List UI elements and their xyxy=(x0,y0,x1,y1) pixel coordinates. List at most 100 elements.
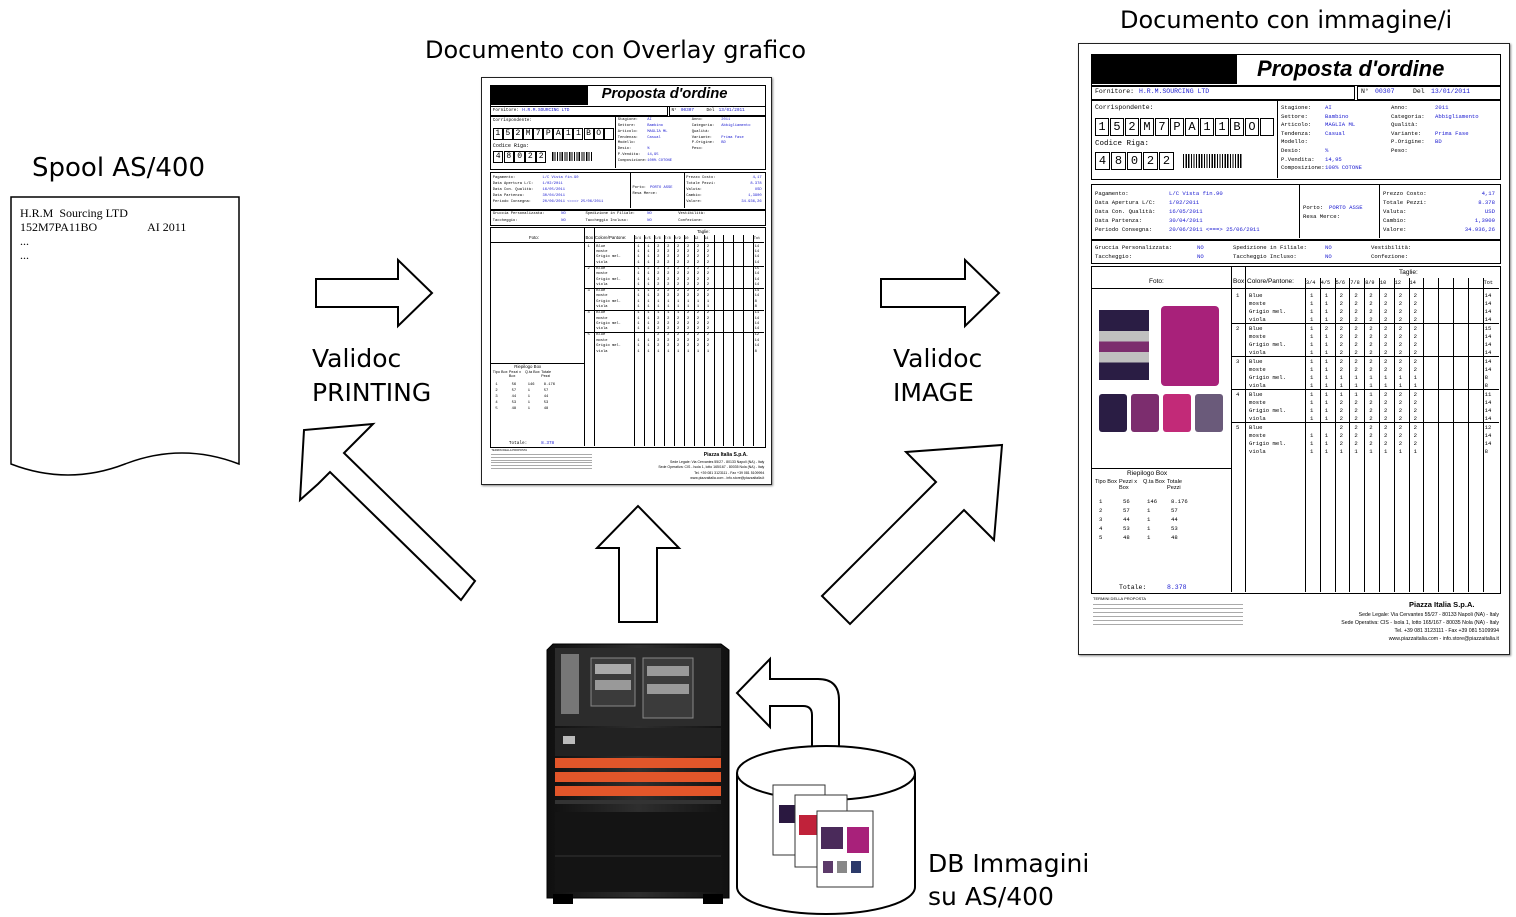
row-qty: 2 xyxy=(677,283,680,287)
row-qty: 2 xyxy=(1413,316,1417,323)
row-qty: 2 xyxy=(696,266,700,271)
row-qty: 2 xyxy=(1354,308,1358,315)
codice-char: 2 xyxy=(1125,118,1139,136)
size-col xyxy=(683,235,685,447)
field-key: Stagione: xyxy=(617,118,639,123)
riepilogo-cell: 1 xyxy=(527,401,530,406)
colori-header: Colore/Pantone: xyxy=(594,235,627,241)
row-qty: 2 xyxy=(1369,316,1373,323)
row-qty: 2 xyxy=(706,255,710,260)
colori-header: Colore/Pantone: xyxy=(1247,278,1294,285)
barcode xyxy=(1183,154,1243,168)
row-qty: 2 xyxy=(696,283,700,287)
group-box-number: 5 xyxy=(1236,424,1240,431)
row-total: 14 xyxy=(1484,366,1492,373)
row-total: 11 xyxy=(754,311,760,316)
field-key: Desio: xyxy=(617,147,632,152)
row-qty: 2 xyxy=(1384,292,1388,299)
row-qty: 2 xyxy=(706,333,710,338)
riga-char: 4 xyxy=(1095,152,1110,170)
field-key: Peso: xyxy=(691,147,703,152)
row-qty: 2 xyxy=(1354,432,1358,439)
row-qty: 2 xyxy=(1339,366,1343,373)
company-address: Sede Legale: Via Cervantes 55/27 - 80133… xyxy=(1358,612,1499,618)
row-qty: 1 xyxy=(647,349,650,354)
db-label: DB Immagini su AS/400 xyxy=(928,847,1089,913)
del-label: Del xyxy=(706,107,715,113)
row-qty: 2 xyxy=(706,289,710,293)
flag-value: NO xyxy=(561,212,566,217)
size-col xyxy=(663,235,665,447)
size-col xyxy=(1393,278,1395,592)
size-col xyxy=(1482,278,1484,592)
fornitore-label: Fornitore: xyxy=(1095,88,1135,95)
row-qty: 1 xyxy=(1369,448,1373,455)
flag-key: Spedizione in Filiale: xyxy=(1233,244,1307,251)
row-qty: 2 xyxy=(657,289,660,293)
pay-value: 30/04/2011 xyxy=(1169,217,1203,224)
row-qty: 2 xyxy=(696,244,700,249)
size-label: 10 xyxy=(684,236,689,241)
validoc-printing-label: Validoc PRINTING xyxy=(312,342,431,410)
box-header: Box xyxy=(1233,278,1245,285)
row-qty: 2 xyxy=(696,327,700,332)
row-total: 14 xyxy=(754,322,760,326)
corrispondente-label: Corrispondente: xyxy=(1095,104,1154,111)
company-address: Tel. +39 081 3123111 - Fax +39 081 51099… xyxy=(1394,628,1499,634)
pay-value: 20/06/2011 <===> 25/06/2011 xyxy=(1169,226,1260,233)
db-images-cylinder xyxy=(736,745,916,915)
row-qty: 1 xyxy=(1384,374,1388,381)
row-color: Blue xyxy=(596,244,606,249)
riga-char: 2 xyxy=(525,150,536,164)
codice-char: M xyxy=(1140,118,1154,136)
row-qty: 1 xyxy=(1310,382,1314,389)
riga-char: 2 xyxy=(1143,152,1158,170)
row-qty: 2 xyxy=(1398,292,1403,299)
row-color: moste xyxy=(596,338,608,343)
row-qty: 1 xyxy=(637,255,640,260)
pay-sep1 xyxy=(1299,184,1300,238)
row-color: Grigio mel. xyxy=(596,255,622,260)
riepilogo-cell: 57 xyxy=(1123,507,1130,514)
riga-char: 0 xyxy=(1127,152,1142,170)
row-qty: 2 xyxy=(1398,391,1403,398)
row-qty: 1 xyxy=(696,349,700,354)
cost-value: 34.936,26 xyxy=(741,200,762,205)
row-qty: 1 xyxy=(667,349,670,354)
row-qty: 1 xyxy=(657,305,660,310)
row-qty: 1 xyxy=(647,344,650,349)
field-value: AI xyxy=(647,118,652,123)
validoc-image-label: Validoc IMAGE xyxy=(893,342,982,410)
riepilogo-cell: 146 xyxy=(527,383,535,388)
row-qty: 2 xyxy=(1384,325,1388,332)
row-qty: 2 xyxy=(1339,399,1343,406)
row-qty: 2 xyxy=(687,272,690,277)
row-qty: 1 xyxy=(1310,358,1314,365)
row-total: 8 xyxy=(1484,382,1488,389)
row-qty: 2 xyxy=(1384,358,1388,365)
row-color: Grigio mel. xyxy=(1249,407,1286,414)
field-value: Casual xyxy=(1325,129,1346,137)
riepilogo-cell: 53 xyxy=(1171,525,1178,532)
size-col xyxy=(753,235,755,447)
row-total: 8 xyxy=(754,349,757,354)
row-qty: 1 xyxy=(647,244,650,249)
row-qty: 2 xyxy=(1398,399,1403,406)
row-color: viola xyxy=(596,305,608,310)
pay-value: 20/06/2011 <===> 25/06/2011 xyxy=(542,200,604,205)
pay-key: Data Apertura L/C: xyxy=(492,182,534,187)
size-label: Tot xyxy=(753,236,761,241)
size-label: 12 xyxy=(694,236,699,241)
pay-key: Data Partenza: xyxy=(1095,217,1142,224)
row-qty: 2 xyxy=(1354,316,1358,323)
row-qty: 2 xyxy=(706,311,710,316)
flag-key: Taccheggio Incluso: xyxy=(585,218,629,223)
sweater-image-pink xyxy=(1161,306,1219,386)
row-qty: 2 xyxy=(657,294,660,299)
flags-box xyxy=(1091,240,1501,264)
riepilogo-head: Tipo Box xyxy=(492,370,508,374)
group-sep xyxy=(584,332,765,334)
anagrafica-sep xyxy=(615,115,617,168)
row-total: 14 xyxy=(1484,333,1492,340)
